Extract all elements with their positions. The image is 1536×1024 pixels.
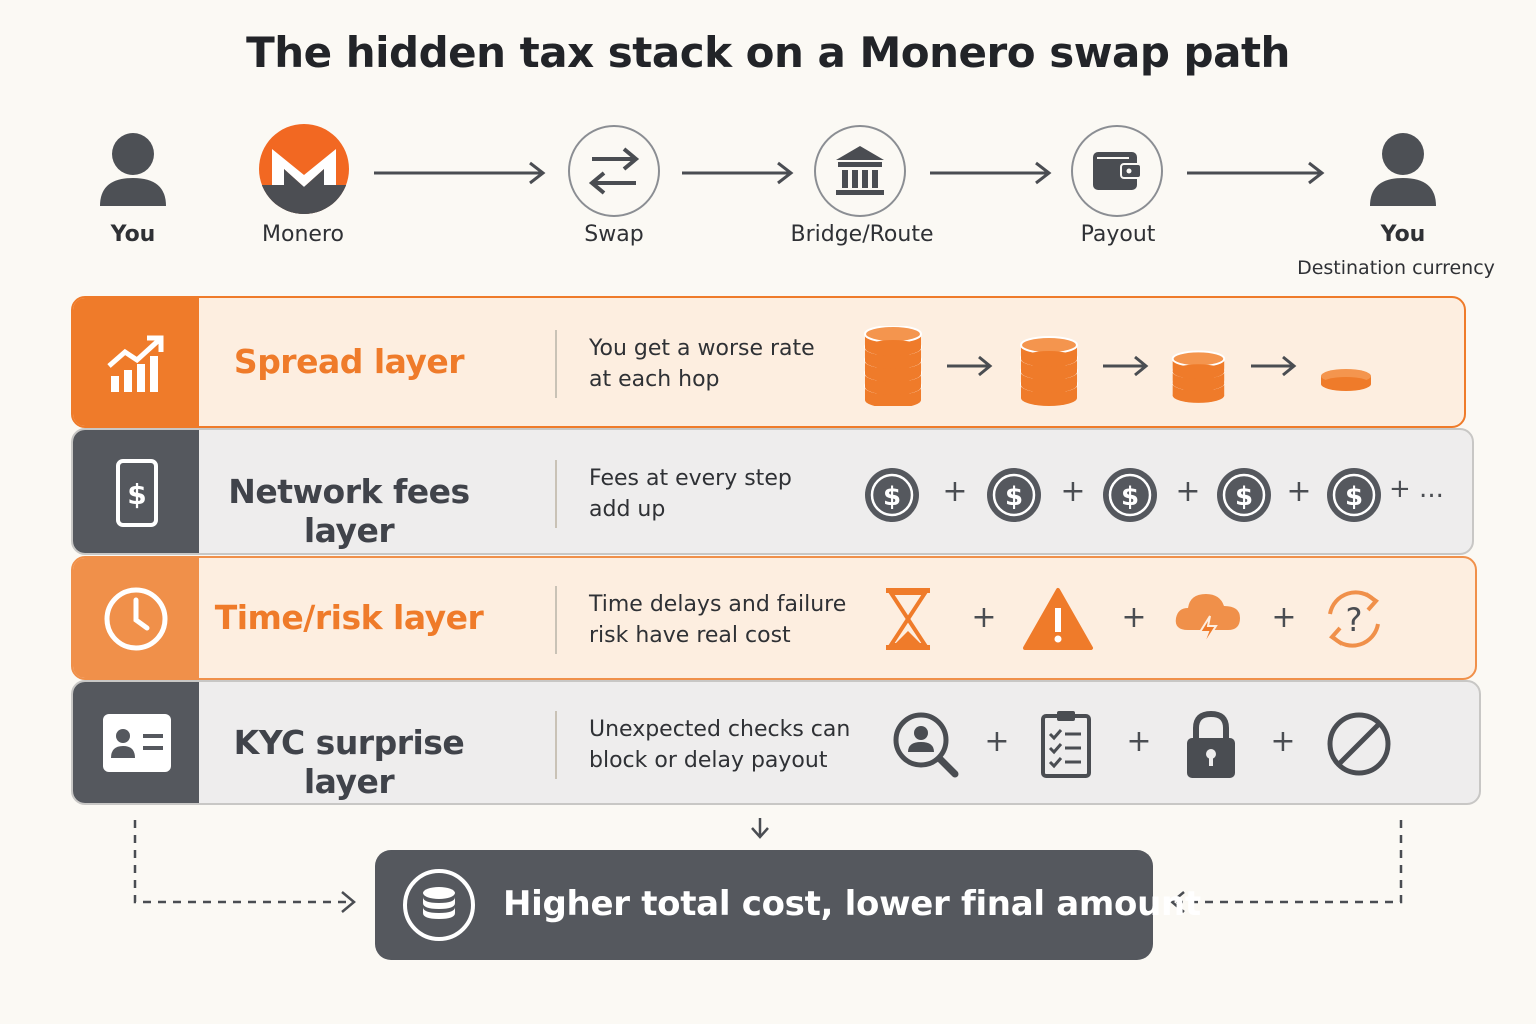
risk-icons-row: + + + ? [878, 584, 1398, 656]
layer-description-line: Time delays and failure [589, 592, 847, 617]
checklist-icon [1041, 711, 1091, 778]
network-fees-layer: $ Network fees layer Fees at every step … [71, 428, 1474, 555]
plus-ellipsis: + ... [1389, 474, 1444, 504]
layer-description: Fees at every step add up [589, 463, 889, 525]
chart-up-icon [107, 335, 164, 392]
layer-description-line: Fees at every step [589, 466, 792, 491]
layer-divider [555, 460, 557, 528]
svg-text:$: $ [1121, 482, 1139, 512]
coin-stack-icon [864, 326, 922, 406]
wallet-icon [1093, 152, 1142, 190]
coin-stack-icon [1171, 350, 1226, 404]
flow-arrow [930, 161, 1052, 185]
layer-description: Time delays and failure risk have real c… [589, 589, 889, 651]
layer-divider [555, 586, 557, 654]
flow-arrow [682, 161, 794, 185]
node-label-you-end: You [1380, 222, 1426, 247]
result-connectors [133, 818, 1403, 913]
layer-name: KYC surprise layer [233, 723, 465, 801]
flow-arrow [1187, 161, 1325, 185]
arrow-right-icon [1103, 355, 1149, 377]
result-box [375, 850, 1153, 960]
result-text: Higher total cost, lower final amount [503, 884, 1201, 924]
kyc-icons-row: + + + [891, 708, 1401, 782]
question-cycle-icon: ? [1328, 590, 1380, 648]
page-title: The hidden tax stack on a Monero swap pa… [246, 28, 1290, 77]
layer-divider [555, 330, 557, 398]
kyc-surprise-layer: KYC surprise layer Unexpected checks can… [71, 680, 1481, 805]
bridge-node [814, 125, 906, 217]
blocked-icon [1327, 712, 1391, 776]
svg-text:$: $ [1345, 482, 1363, 512]
layer-description-line: You get a worse rate [589, 336, 815, 361]
id-card-icon [103, 714, 171, 772]
plus-sign: + [984, 724, 1010, 759]
plus-sign: + [971, 600, 997, 635]
user-search-icon [893, 712, 959, 778]
time-risk-layer: Time/risk layer Time delays and failure … [71, 556, 1477, 680]
shrinking-coin-stacks [864, 326, 1371, 406]
dollar-coin-icon: $ [1217, 468, 1271, 522]
layer-description-line: Unexpected checks can [589, 717, 851, 742]
plus-sign: + [1270, 724, 1296, 759]
coin-stack-icon [403, 869, 475, 941]
fee-coins-row: $ + $ + $ + $ + $ + ... [863, 466, 1453, 526]
plus-sign: + [1286, 474, 1312, 509]
dollar-coin-icon: $ [1327, 468, 1381, 522]
dollar-coin-icon: $ [865, 468, 919, 522]
node-label-payout: Payout [1080, 222, 1156, 247]
coin-icon [1321, 369, 1371, 391]
node-label-monero: Monero [262, 222, 344, 247]
node-label-bridge: Bridge/Route [790, 222, 934, 247]
bank-icon [836, 146, 884, 195]
plus-sign: + [1121, 600, 1147, 635]
warning-icon [1023, 588, 1093, 650]
layer-description-line: block or delay payout [589, 748, 828, 773]
spread-layer: Spread layer You get a worse rate at eac… [71, 296, 1466, 428]
dollar-coin-icon: $ [1103, 468, 1157, 522]
hourglass-icon [886, 588, 930, 650]
layer-description-line: add up [589, 497, 666, 522]
coin-stack-icon [1020, 336, 1078, 406]
svg-text:$: $ [883, 482, 901, 512]
dollar-coin-icon: $ [987, 468, 1041, 522]
layer-description-line: at each hop [589, 367, 720, 392]
plus-sign: + [942, 474, 968, 509]
plus-sign: + [1175, 474, 1201, 509]
arrow-right-icon [1251, 355, 1297, 377]
layer-description: Unexpected checks can block or delay pay… [589, 714, 889, 776]
layer-description-line: risk have real cost [589, 623, 791, 648]
node-sublabel-destination: Destination currency [1297, 257, 1495, 279]
phone-dollar-icon: $ [116, 459, 158, 527]
network-fees-layer-sidebar [73, 430, 199, 553]
layer-name: Time/risk layer [214, 598, 484, 637]
clock-icon [104, 587, 168, 651]
node-label-you-start: You [110, 222, 156, 247]
layer-name: Spread layer [233, 342, 465, 381]
svg-text:$: $ [1235, 482, 1253, 512]
plus-sign: + [1126, 724, 1152, 759]
storm-cloud-icon [1175, 594, 1240, 649]
svg-text:$: $ [127, 478, 146, 511]
flow-arrow [374, 161, 546, 185]
plus-sign: + [1060, 474, 1086, 509]
monero-logo-icon [259, 124, 349, 214]
padlock-icon [1187, 710, 1235, 778]
svg-text:$: $ [1005, 482, 1023, 512]
layer-divider [555, 711, 557, 779]
person-icon [1370, 133, 1436, 206]
arrow-right-icon [947, 355, 993, 377]
plus-sign: + [1271, 600, 1297, 635]
svg-text:?: ? [1346, 601, 1363, 639]
swap-arrows-icon [588, 147, 640, 195]
layer-name: Network fees layer [228, 472, 470, 550]
node-label-swap: Swap [584, 222, 644, 247]
swap-node [568, 125, 660, 217]
layer-description: You get a worse rate at each hop [589, 333, 889, 395]
person-icon [100, 133, 166, 206]
